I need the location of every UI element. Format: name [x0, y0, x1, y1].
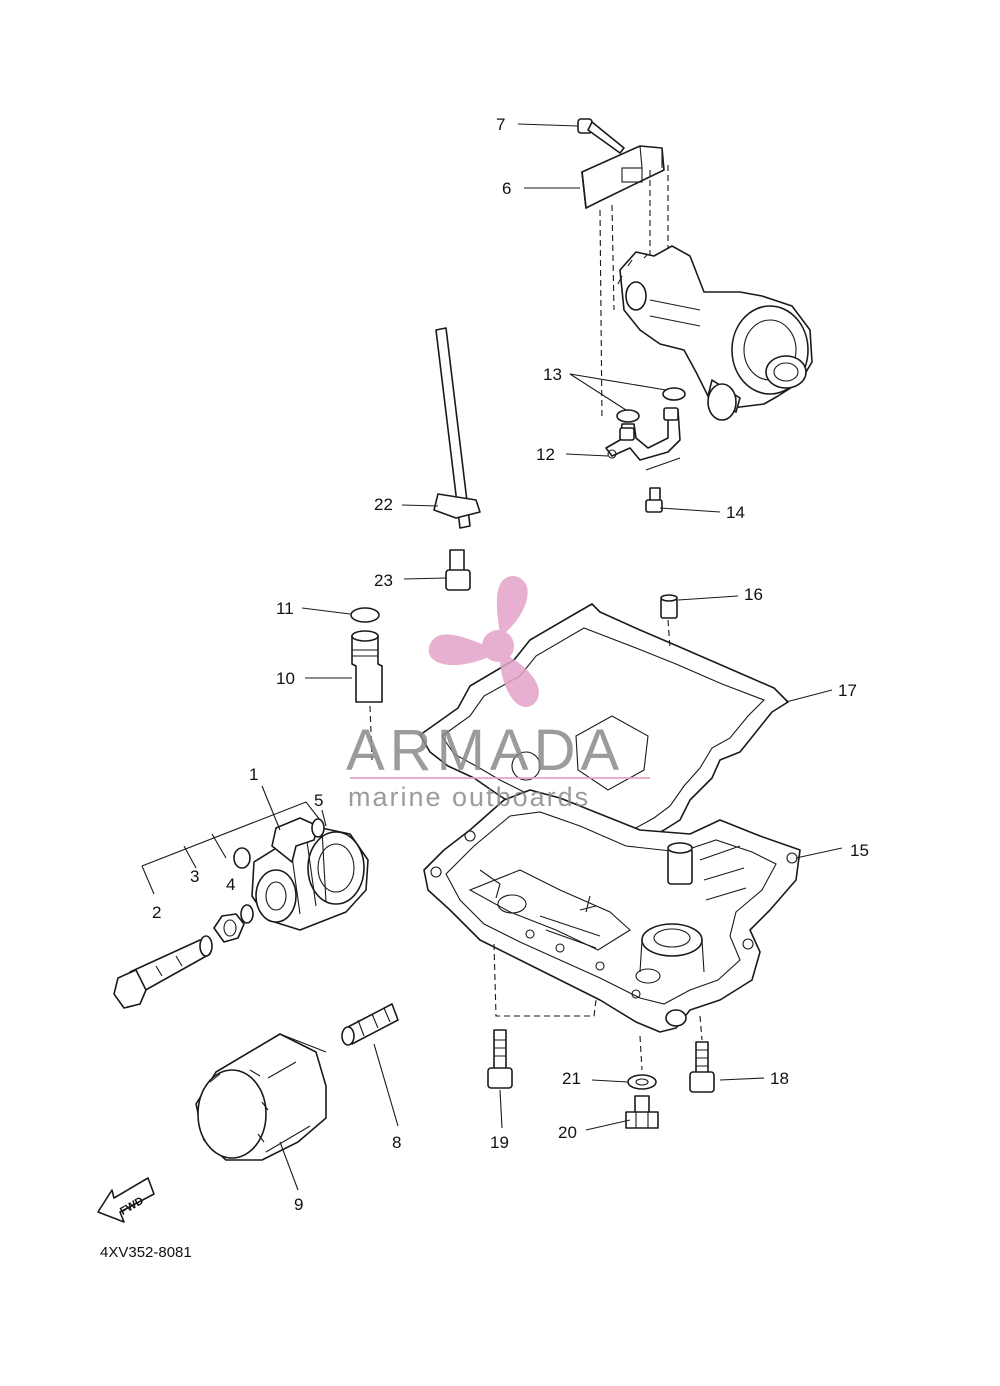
washer-part-3 [213, 913, 245, 943]
callout-1: 1 [249, 765, 258, 784]
dowel-alignment-dash [667, 619, 671, 649]
callout-5: 5 [314, 791, 323, 810]
chain-guide-part-6 [581, 145, 665, 209]
callout-14: 14 [726, 503, 745, 522]
filter-stud-part-8 [341, 1003, 399, 1046]
watermark-tagline: marine outboards [348, 782, 590, 812]
oil-filter-part-9 [195, 1033, 327, 1161]
leader-lines [261, 123, 843, 1191]
drain-bolt-part-20 [625, 1095, 659, 1129]
oil-pan-part-15 [423, 789, 801, 1033]
callout-11: 11 [276, 599, 294, 618]
pan-bolt-part-18 [689, 1041, 715, 1093]
dowel-pin-part-16 [660, 594, 678, 619]
callout-22: 22 [374, 495, 393, 514]
strainer-rod-part-22 [435, 327, 471, 529]
oil-cooler-assembly [113, 801, 369, 1009]
oil-pipe-part-12 [605, 407, 681, 471]
oil-pipe-part-10 [351, 630, 383, 703]
callout-3: 3 [190, 867, 199, 886]
o-ring-part-11 [350, 607, 380, 623]
strainer-assembly [350, 327, 481, 761]
alignment-dashes [599, 165, 669, 421]
callout-6: 6 [502, 179, 511, 198]
callout-2: 2 [152, 903, 161, 922]
oil-pump-part [617, 245, 813, 421]
callout-labels: 7 6 13 12 14 22 23 11 10 16 17 15 18 19 … [152, 115, 869, 1214]
callout-8: 8 [392, 1133, 401, 1152]
callout-13: 13 [543, 365, 562, 384]
callout-7: 7 [496, 115, 505, 134]
pipe-bolt-part-14 [645, 487, 663, 513]
o-ring-part-13a [616, 409, 640, 423]
watermark-brand: ARMADA [346, 718, 624, 783]
oil-cooler-part-5 [233, 817, 369, 931]
o-ring-part-13b [662, 387, 686, 401]
callout-20: 20 [558, 1123, 577, 1142]
strainer-bolt-part-23 [445, 549, 471, 591]
drain-alignment-dash [639, 1035, 643, 1071]
callout-4: 4 [226, 875, 235, 894]
callout-16: 16 [744, 585, 763, 604]
pan-bolt-bracket-dash [493, 943, 597, 1017]
callout-9: 9 [294, 1195, 303, 1214]
union-bolt-part-2 [113, 935, 213, 1009]
forward-arrow-icon: FWD [97, 1177, 155, 1223]
callout-12: 12 [536, 445, 555, 464]
pan-bolt-part-19 [487, 1029, 513, 1089]
pump-bolt-part-7 [577, 118, 625, 154]
callout-15: 15 [850, 841, 869, 860]
pipe-alignment-dash [369, 705, 373, 761]
callout-23: 23 [374, 571, 393, 590]
callout-21: 21 [562, 1069, 581, 1088]
callout-10: 10 [276, 669, 295, 688]
o-ring-part-4 [240, 904, 254, 924]
watermark: ARMADA marine outboards [346, 576, 650, 812]
callout-17: 17 [838, 681, 857, 700]
propeller-logo-icon [428, 576, 539, 708]
bolt18-alignment-dash [699, 1015, 703, 1041]
callout-18: 18 [770, 1069, 789, 1088]
diagram-code: 4XV352-8081 [100, 1244, 192, 1261]
oil-pump-assembly [577, 118, 813, 513]
callout-19: 19 [490, 1133, 509, 1152]
drain-washer-part-21 [627, 1074, 657, 1090]
